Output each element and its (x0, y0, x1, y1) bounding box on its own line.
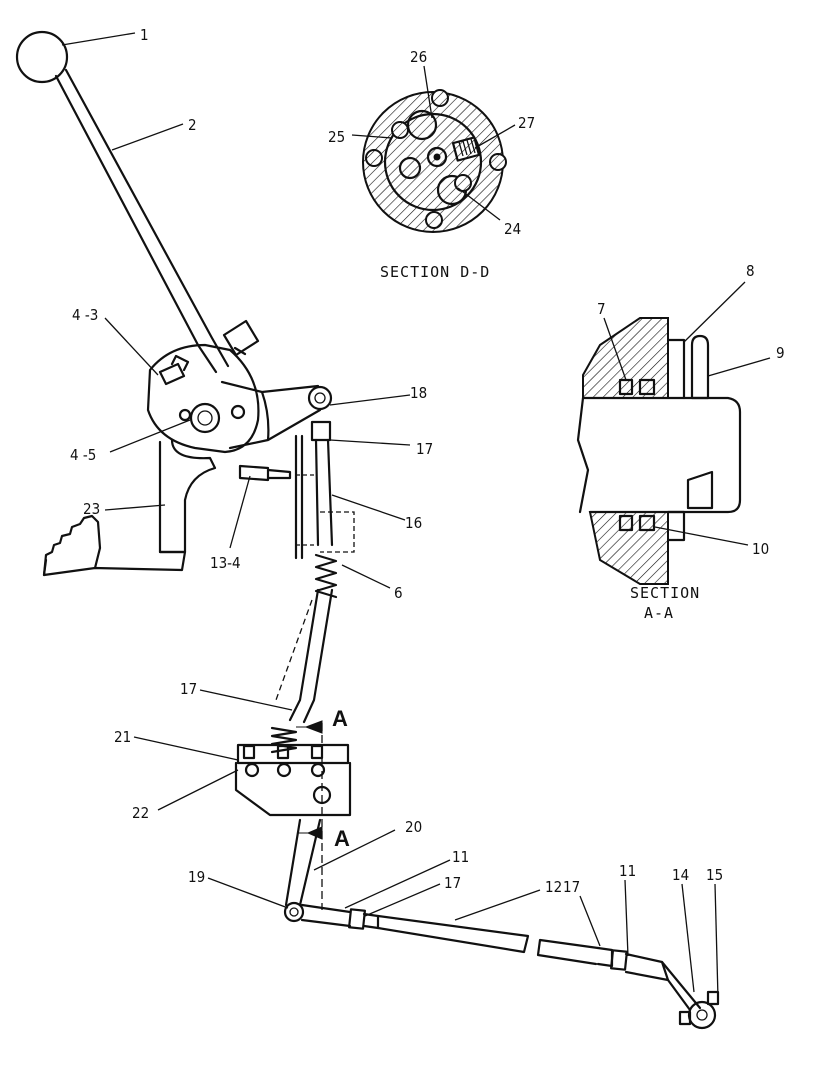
callout-7: 7 (597, 300, 606, 318)
callout-22: 22 (132, 804, 149, 822)
section-marker-a-lower: A (334, 826, 350, 851)
section-d-d (362, 89, 507, 233)
callout-11-a: 11 (452, 848, 469, 866)
section-a-a-housing-top (582, 317, 669, 399)
lever-rod (54, 68, 230, 374)
callouts: 1 2 4 -3 4 -5 23 13-4 18 17 16 6 17 21 2… (70, 26, 785, 896)
end-lever (660, 960, 702, 1012)
leader-lines (61, 32, 771, 999)
callout-14: 14 (672, 866, 689, 884)
end-eye (687, 1000, 717, 1030)
callout-4-3: 4 -3 (72, 306, 98, 324)
vertical-linkage (234, 420, 355, 923)
callout-16: 16 (405, 514, 422, 532)
hub-plate (146, 343, 260, 454)
lower-lever (284, 818, 322, 907)
callout-23: 23 (83, 500, 100, 518)
callout-26: 26 (410, 48, 427, 66)
callout-27: 27 (518, 114, 535, 132)
lever-knob (15, 30, 69, 84)
callout-13-4: 13-4 (210, 554, 241, 572)
lever-assembly (15, 30, 333, 577)
callout-20: 20 (405, 818, 422, 836)
callout-6: 6 (394, 584, 403, 602)
horizontal-rod (376, 914, 530, 954)
section-d-d-caption: SECTION D-D (380, 263, 490, 281)
callout-12: 12 (545, 878, 562, 896)
pedal-plate (42, 514, 102, 577)
callout-8: 8 (746, 262, 755, 280)
callout-9: 9 (776, 344, 785, 362)
callout-15: 15 (706, 866, 723, 884)
callout-2: 2 (188, 116, 197, 134)
callout-11-b: 11 (619, 862, 636, 880)
section-marker-a-upper: A (332, 706, 348, 731)
section-a-a (576, 317, 742, 585)
lower-rod (288, 588, 334, 724)
callout-4-5: 4 -5 (70, 446, 96, 464)
pivot-pin (283, 901, 305, 923)
callout-1: 1 (140, 26, 149, 44)
upper-rod (314, 438, 334, 547)
callout-25: 25 (328, 128, 345, 146)
section-a-a-shaft (581, 396, 742, 514)
callout-21: 21 (114, 728, 131, 746)
section-a-a-caption-line2: A-A (644, 604, 674, 622)
actuator-body (220, 380, 322, 450)
section-a-a-caption-line1: SECTION (630, 584, 700, 602)
horizontal-linkage (300, 903, 720, 1030)
callout-24: 24 (504, 220, 521, 238)
pedal-arm (158, 438, 217, 554)
rod-end-eye (307, 385, 333, 411)
spring (314, 553, 338, 599)
hub-bolt (189, 402, 221, 434)
callout-10: 10 (752, 540, 769, 558)
callout-17-b: 17 (444, 874, 461, 892)
callout-17-c: 17 (563, 878, 580, 896)
callout-17-top: 17 (416, 440, 433, 458)
mount-bracket (234, 743, 352, 817)
callout-19: 19 (188, 868, 205, 886)
captions: SECTION D-D SECTION A-A A A (332, 263, 700, 851)
callout-18: 18 (410, 384, 427, 402)
callout-17-mid: 17 (180, 680, 197, 698)
section-a-a-housing-bottom (588, 511, 669, 585)
bolt (238, 464, 292, 482)
